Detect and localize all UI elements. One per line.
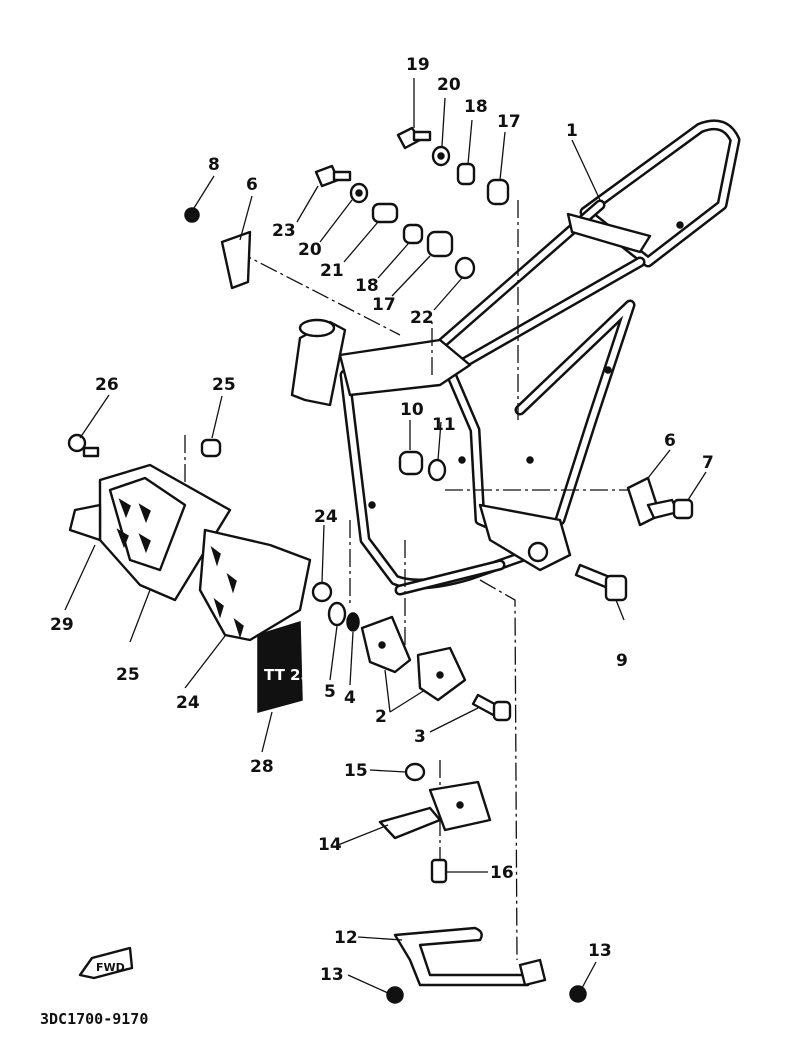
callout-24: 24 (176, 693, 200, 713)
callout-22: 22 (410, 308, 434, 328)
callout-10: 10 (400, 400, 424, 420)
callout-17-lower: 17 (372, 295, 396, 315)
alignment-lines (184, 200, 640, 961)
callout-leaders (64, 78, 707, 994)
callout-6-left: 6 (246, 175, 258, 195)
callout-13-left: 13 (320, 965, 344, 985)
callout-29: 29 (50, 615, 74, 635)
callout-7: 7 (702, 453, 714, 473)
drawing-code: 3DC1700-9170 (40, 1010, 148, 1028)
callout-25-lower: 25 (116, 665, 140, 685)
fwd-label: FWD (96, 961, 125, 974)
footrest-bar (393, 926, 547, 987)
callout-20: 20 (437, 75, 461, 95)
main-frame (290, 119, 741, 596)
callout-8: 8 (208, 155, 220, 175)
callout-4: 4 (344, 688, 356, 708)
engine-mount-brackets (360, 615, 467, 702)
hardware-parts (67, 126, 694, 1004)
callout-6-right: 6 (664, 431, 676, 451)
callout-3: 3 (414, 727, 426, 747)
callout-13-right: 13 (588, 941, 612, 961)
callout-labels: 19 20 18 17 1 8 6 23 20 21 18 17 22 26 2… (50, 55, 714, 985)
callout-15: 15 (344, 761, 368, 781)
callout-14: 14 (318, 835, 342, 855)
callout-18-lower: 18 (355, 276, 379, 296)
callout-21: 21 (320, 261, 344, 281)
callout-27: 26 (95, 375, 119, 395)
plate-text: TT 250 (264, 666, 321, 684)
callout-12: 12 (334, 928, 358, 948)
callout-20-lower: 20 (298, 240, 322, 260)
callout-26: 25 (212, 375, 236, 395)
number-plate: TT 250 (257, 620, 321, 713)
lower-engine-bracket (378, 780, 492, 840)
callout-18: 18 (464, 97, 488, 117)
callout-5: 5 (324, 682, 336, 702)
callout-16: 16 (490, 863, 514, 883)
callout-23: 23 (272, 221, 296, 241)
callout-28: 28 (250, 757, 274, 777)
fwd-arrow-icon: FWD (78, 946, 134, 980)
callout-25-upper: 24 (314, 507, 338, 527)
callout-11: 11 (432, 415, 456, 435)
skid-guards (68, 463, 312, 642)
callout-9: 9 (616, 651, 628, 671)
callout-1: 1 (566, 121, 578, 141)
callout-19: 19 (406, 55, 430, 75)
callout-17: 17 (497, 112, 521, 132)
callout-2: 2 (375, 707, 387, 727)
